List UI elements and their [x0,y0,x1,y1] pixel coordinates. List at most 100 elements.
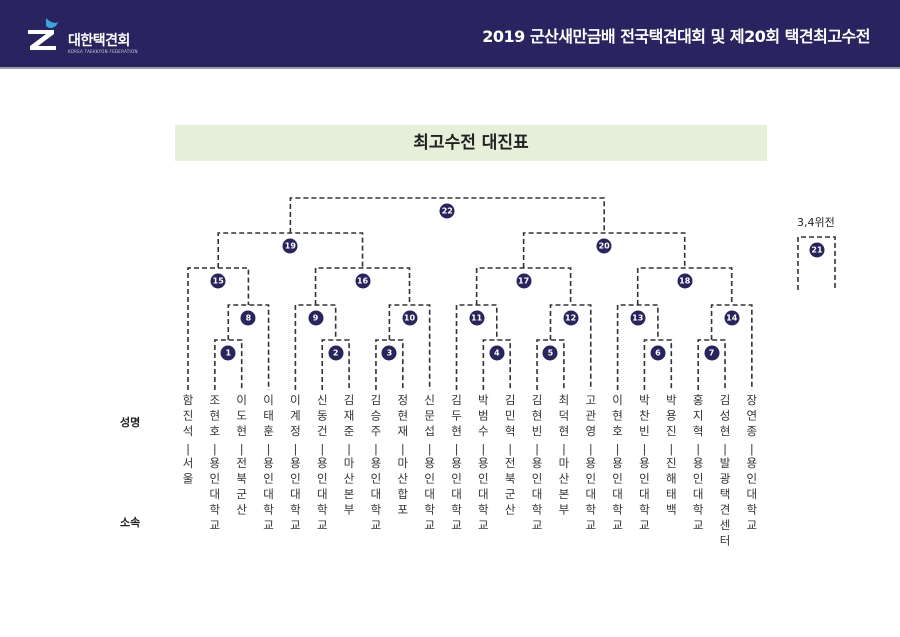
match-badge-16: 16 [355,273,371,289]
player-affiliation: 용인대학교 [261,456,276,535]
player-affiliation: 발광택견센터 [718,456,732,550]
player-column: 박범수|용인대학교 [475,394,491,534]
player-column: 이도현|전북군산 [234,394,250,519]
match-line-12 [549,304,592,390]
affiliation-row-label: 소속 [120,516,141,529]
player-column: 김승주|용인대학교 [368,394,384,534]
player-affiliation: 용인대학교 [744,456,759,535]
player-affiliation: 용인대학교 [449,456,464,535]
match-badge-13: 13 [630,310,646,326]
match-line-14 [710,304,753,390]
player-name: 김승주 [368,394,383,441]
player-affiliation: 용인대학교 [207,456,222,535]
match-badge-4: 4 [489,345,505,361]
player-name: 이현호 [610,394,625,441]
federation-logo: 대한택견회 KOREA TAEKKYON FEDERATION [24,16,164,56]
player-column: 김현빈|용인대학교 [529,394,545,534]
logo-text: 대한택견회 [68,33,130,49]
separator: | [535,441,539,456]
match-line-20 [522,232,686,268]
match-line-6 [643,339,673,390]
logo-subtext: KOREA TAEKKYON FEDERATION [68,49,138,54]
separator: | [615,441,620,456]
match-badge-11: 11 [469,310,485,326]
separator: | [588,441,593,456]
match-line-5 [536,339,565,390]
match-badge-12: 12 [563,310,579,326]
player-affiliation: 용인대학교 [476,456,491,535]
separator: | [723,441,727,456]
player-affiliation: 마산본부 [342,456,357,519]
player-name: 김두현 [449,394,464,441]
match-line-1 [214,339,243,390]
player-affiliation: 용인대학교 [368,456,383,535]
match-badge-14: 14 [724,310,740,326]
player-name: 고관영 [583,394,598,441]
player-column: 조현호|용인대학교 [207,394,223,534]
match-badge-7: 7 [704,345,720,361]
player-affiliation: 용인대학교 [530,456,545,535]
match-line-8 [227,304,270,390]
separator: | [293,441,298,456]
player-column: 김재준|마산본부 [341,394,357,519]
separator: | [266,441,271,456]
match-badge-19: 19 [282,238,298,254]
player-column: 최덕현|마산본부 [556,394,572,519]
match-line-18 [636,267,733,305]
player-affiliation: 용인대학교 [637,456,652,535]
player-column: 김성현|발광택견센터 [717,394,733,550]
player-name: 이태훈 [261,394,276,441]
player-affiliation: 용인대학교 [315,456,330,535]
player-affiliation: 용인대학교 [288,456,303,535]
player-affiliation: 용인대학교 [422,456,437,535]
player-name: 신문섭 [422,394,437,441]
separator: | [696,441,701,456]
player-name: 정현재 [395,394,410,441]
player-column: 박용진|진해태백 [663,394,679,519]
match-badge-15: 15 [210,273,226,289]
player-affiliation: 용인대학교 [610,456,625,535]
player-column: 함진석|서울 [180,394,196,488]
player-name: 함진석 [181,394,195,441]
separator: | [239,441,244,456]
match-badge-10: 10 [402,310,417,326]
player-column: 김두현|용인대학교 [449,394,465,534]
player-column: 이계정|용인대학교 [287,394,303,534]
match-line-21 [797,236,836,290]
match-line-3 [375,339,404,390]
player-affiliation: 용인대학교 [691,456,706,535]
player-name: 김현빈 [530,394,545,441]
player-name: 김재준 [342,394,357,441]
player-name: 김성현 [718,394,732,441]
separator: | [347,441,352,456]
match-badge-21: 21 [809,242,825,258]
player-affiliation: 진해태백 [664,456,679,519]
separator: | [320,441,325,456]
player-name: 이도현 [234,394,249,441]
separator: | [749,441,754,456]
match-line-16 [314,267,411,305]
separator: | [642,441,647,456]
separator: | [561,441,566,456]
separator: | [374,441,378,456]
player-column: 신동건|용인대학교 [314,394,330,534]
player-name: 홍지혁 [691,394,706,441]
separator: | [669,441,674,456]
player-affiliation: 용인대학교 [583,456,598,535]
player-name: 신동건 [315,394,330,441]
separator: | [212,441,217,456]
match-line-10 [388,304,431,390]
separator: | [454,441,459,456]
match-line-7 [697,339,726,390]
separator: | [481,441,486,456]
match-badge-20: 20 [596,238,612,254]
player-column: 김민혁|전북군산 [502,394,518,519]
player-column: 고관영|용인대학교 [583,394,599,534]
third-place-label: 3,4위전 [797,216,835,229]
separator: | [508,441,513,456]
event-title: 2019 군산새만금배 전국택견대회 및 제20회 택견최고수전 [482,27,870,46]
player-affiliation: 서울 [181,456,195,488]
match-badge-9: 9 [308,310,324,326]
name-row-label: 성명 [120,416,141,429]
